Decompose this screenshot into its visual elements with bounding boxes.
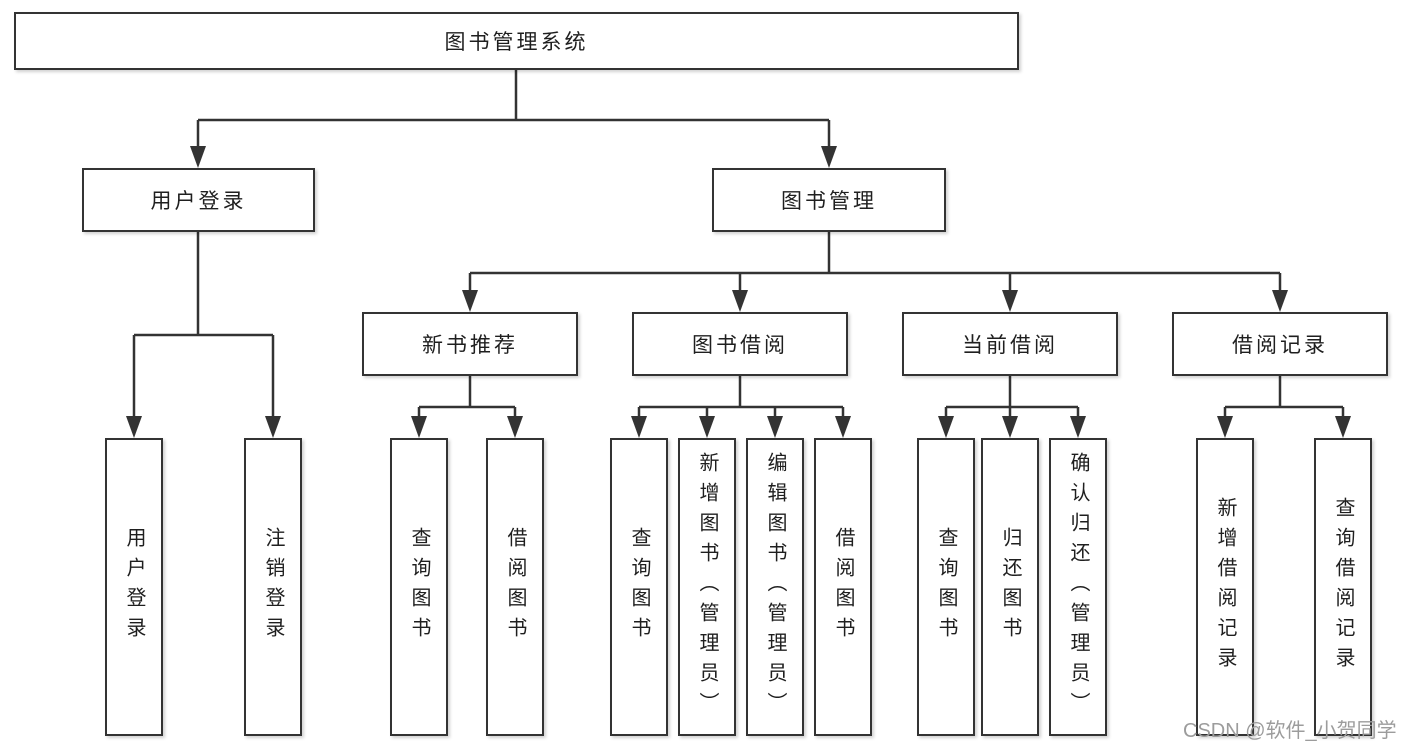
arrow-down-icon [1217, 416, 1233, 438]
leaf-rec-query-books: 查询图书 [390, 438, 448, 736]
leaf-rec-borrow-books: 借阅图书 [486, 438, 544, 736]
leaf-label: 注销登录 [262, 527, 284, 647]
node-book-borrowing: 图书借阅 [632, 312, 848, 376]
connector-book-borrow-children [631, 376, 851, 438]
leaf-borrow-query-books: 查询图书 [610, 438, 668, 736]
arrow-down-icon [821, 146, 837, 168]
leaf-edit-books-admin: 编辑图书（管理员） [746, 438, 804, 736]
connector-borrow-records-children [1217, 376, 1351, 438]
leaf-user-login: 用户登录 [105, 438, 163, 736]
node-borrowing-records: 借阅记录 [1172, 312, 1388, 376]
leaf-label: 新增图书（管理员） [696, 452, 718, 722]
leaf-label: 确认归还（管理员） [1067, 452, 1089, 722]
node-book-management: 图书管理 [712, 168, 946, 232]
arrow-down-icon [732, 290, 748, 312]
arrow-down-icon [1070, 416, 1086, 438]
arrow-down-icon [190, 146, 206, 168]
arrow-down-icon [1002, 416, 1018, 438]
connector-current-borrow-children [938, 376, 1086, 438]
leaf-return-books: 归还图书 [981, 438, 1039, 736]
leaf-label: 编辑图书（管理员） [764, 452, 786, 722]
leaf-label: 用户登录 [123, 527, 145, 647]
leaf-label: 归还图书 [999, 527, 1021, 647]
leaf-borrow-books: 借阅图书 [814, 438, 872, 736]
leaf-confirm-return-admin: 确认归还（管理员） [1049, 438, 1107, 736]
connector-new-book-rec-children [411, 376, 523, 438]
arrow-down-icon [1272, 290, 1288, 312]
arrow-down-icon [1002, 290, 1018, 312]
leaf-query-borrow-record: 查询借阅记录 [1314, 438, 1372, 736]
leaf-current-query-books: 查询图书 [917, 438, 975, 736]
arrow-down-icon [126, 416, 142, 438]
arrow-down-icon [767, 416, 783, 438]
arrow-down-icon [411, 416, 427, 438]
leaf-label: 查询图书 [408, 527, 430, 647]
leaf-logout: 注销登录 [244, 438, 302, 736]
csdn-watermark: CSDN @软件_小贺同学 [1183, 720, 1397, 742]
leaf-label: 新增借阅记录 [1214, 497, 1236, 677]
leaf-label: 查询图书 [935, 527, 957, 647]
node-user-login: 用户登录 [82, 168, 315, 232]
arrow-down-icon [462, 290, 478, 312]
arrow-down-icon [835, 416, 851, 438]
arrow-down-icon [699, 416, 715, 438]
arrow-down-icon [265, 416, 281, 438]
arrow-down-icon [938, 416, 954, 438]
arrow-down-icon [507, 416, 523, 438]
arrow-down-icon [1335, 416, 1351, 438]
leaf-add-borrow-record: 新增借阅记录 [1196, 438, 1254, 736]
node-library-management-system: 图书管理系统 [14, 12, 1019, 70]
leaf-label: 查询图书 [628, 527, 650, 647]
leaf-label: 借阅图书 [832, 527, 854, 647]
connector-user-login-children [126, 232, 281, 438]
node-current-borrowing: 当前借阅 [902, 312, 1118, 376]
leaf-add-books-admin: 新增图书（管理员） [678, 438, 736, 736]
node-new-book-recommendation: 新书推荐 [362, 312, 578, 376]
connector-root-to-level2 [190, 70, 837, 168]
connector-book-mgmt-children [462, 232, 1288, 312]
leaf-label: 借阅图书 [504, 527, 526, 647]
arrow-down-icon [631, 416, 647, 438]
leaf-label: 查询借阅记录 [1332, 497, 1354, 677]
